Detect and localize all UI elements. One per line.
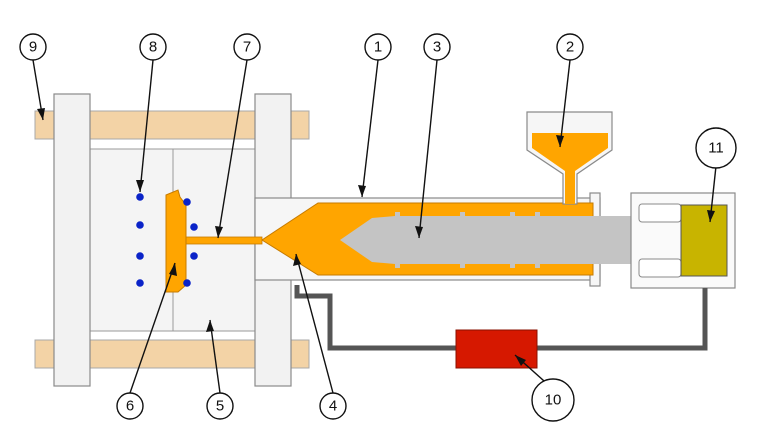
leader-line-4 [295,253,334,394]
callout-number-11: 11 [708,140,724,157]
hydraulic-seal-top [638,203,682,223]
leader-line-2 [559,59,571,148]
cooling-channels [136,193,198,287]
leader-line-6 [129,262,176,394]
callout-number-3: 3 [433,39,441,56]
callout-circle-1 [364,33,392,61]
callout-number-5: 5 [216,398,224,415]
callout-circle-3 [423,33,451,61]
cooling-channel-dot [190,223,198,231]
callout-number-1: 1 [374,39,382,56]
callout-circle-11 [695,127,737,169]
leader-line-7 [217,59,248,239]
hydraulic-piston [680,204,728,277]
cooling-channel-dot [136,252,144,260]
cooling-channel-dot [136,221,144,229]
callout-number-2: 2 [566,39,574,56]
hydraulic-seal-bottom [638,258,682,278]
leader-line-3 [418,59,438,239]
arrowhead-11 [707,210,715,222]
callout-circle-10 [531,378,575,422]
mold-cavity-part [165,189,187,293]
callout-circle-8 [139,33,167,61]
arrowhead-9 [37,108,45,120]
moving-mold-half [89,148,174,332]
arrowhead-2 [556,135,564,147]
controller-box [455,329,538,369]
arrowhead-7 [215,226,223,238]
callout-circle-2 [556,33,584,61]
reciprocating-screw [340,212,695,268]
callout-circle-4 [319,392,347,420]
callout-circle-6 [116,392,144,420]
hopper-plastic-granules [532,133,608,204]
control-line-hydraulic [537,288,708,351]
callout-number-7: 7 [243,39,251,56]
arrowhead-8 [136,180,144,192]
callout-circle-9 [19,33,47,61]
arrowhead-4 [293,254,301,266]
cooling-channel-dot [136,193,144,201]
leader-line-1 [361,59,379,198]
callout-circle-7 [233,33,261,61]
leader-line-8 [139,59,154,193]
callout-number-4: 4 [329,398,337,415]
callout-number-10: 10 [545,392,562,409]
callout-number-8: 8 [149,39,157,56]
cooling-channel-dot [183,279,191,287]
leader-line-5 [209,319,221,394]
callout-number-6: 6 [126,398,134,415]
arrowhead-3 [415,226,423,238]
callout-number-9: 9 [29,39,37,56]
moving-platen [53,93,91,387]
arrowhead-6 [169,263,177,276]
sprue-runner [181,236,263,245]
cooling-channel-dot [183,198,191,206]
cooling-channel-dot [190,252,198,260]
cooling-channel-dot [136,279,144,287]
arrowhead-5 [206,320,214,332]
arrowhead-10 [515,355,526,366]
control-line-barrel [294,285,456,351]
arrowhead-1 [358,185,366,197]
callout-circle-5 [206,392,234,420]
